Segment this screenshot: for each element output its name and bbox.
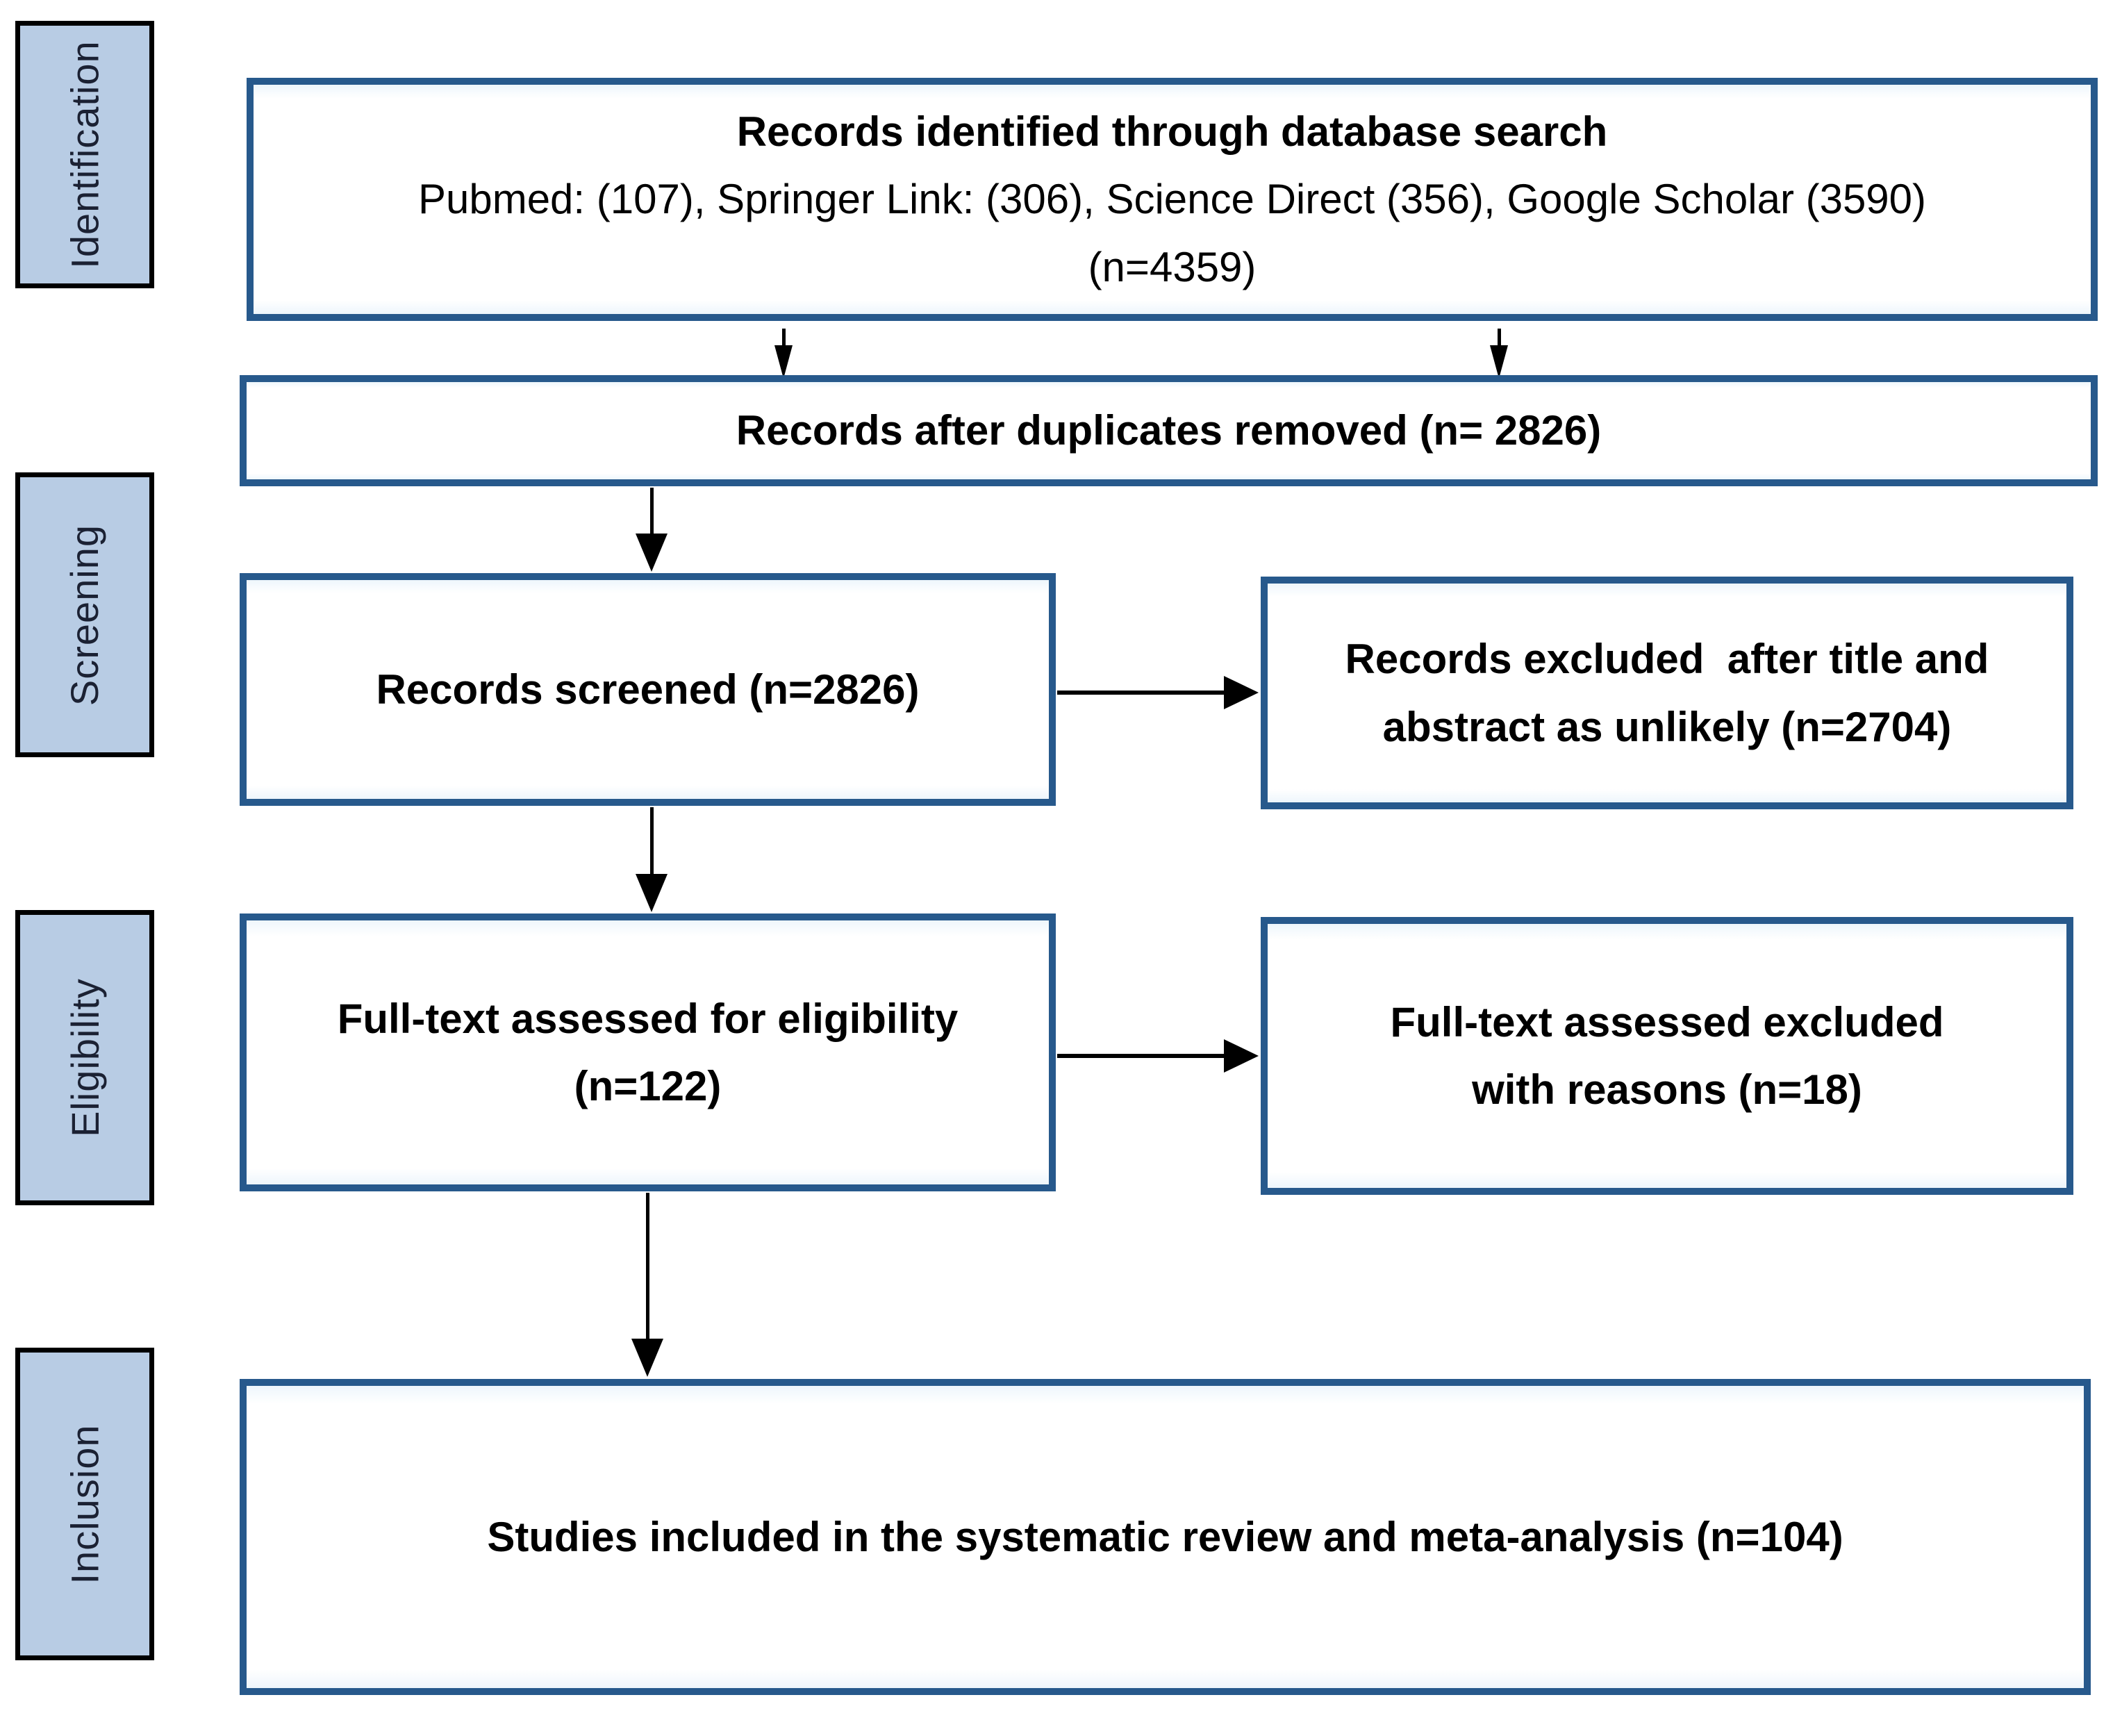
arrowhead-down-icon xyxy=(774,345,793,379)
fulltext-assessed-line2: (n=122) xyxy=(574,1063,722,1109)
records-excluded-line2: abstract as unlikely (n=2704) xyxy=(1382,703,1952,750)
stage-inclusion-label: Inclusion xyxy=(63,1423,107,1585)
records-identified-sources: Pubmed: (107), Springer Link: (306), Sci… xyxy=(417,176,1927,223)
node-fulltext-excluded: Full-text assessed excluded with reasons… xyxy=(1261,917,2073,1195)
stage-screening-label: Screening xyxy=(63,524,107,706)
arrowhead-down-icon xyxy=(631,1339,663,1377)
node-records-identified: Records identified through database sear… xyxy=(247,78,2098,321)
stage-eligibility: Eligibility xyxy=(15,910,154,1205)
fulltext-assessed-line1: Full-text assessed for eligibility xyxy=(337,995,959,1042)
arrow-line xyxy=(650,807,654,877)
records-excluded-line1: Records excluded after title and xyxy=(1345,636,1989,683)
studies-included-text: Studies included in the systematic revie… xyxy=(487,1513,1843,1560)
records-screened-text: Records screened (n=2826) xyxy=(376,666,920,713)
arrow-line xyxy=(782,329,786,349)
fulltext-excluded-line1: Full-text assessed excluded xyxy=(1390,998,1944,1045)
stage-screening: Screening xyxy=(15,472,154,757)
node-records-excluded: Records excluded after title and abstrac… xyxy=(1261,577,2073,809)
records-identified-count: (n=4359) xyxy=(1088,243,1257,290)
arrowhead-down-icon xyxy=(1490,345,1508,379)
stage-identification: Identification xyxy=(15,21,154,288)
node-fulltext-assessed: Full-text assessed for eligibility (n=12… xyxy=(240,914,1056,1191)
stage-eligibility-label: Eligibility xyxy=(63,978,107,1137)
arrowhead-down-icon xyxy=(636,874,668,912)
arrowhead-down-icon xyxy=(636,534,668,572)
stage-inclusion: Inclusion xyxy=(15,1348,154,1660)
arrowhead-right-icon xyxy=(1224,676,1259,709)
fulltext-excluded-line2: with reasons (n=18) xyxy=(1472,1066,1862,1113)
arrow-line xyxy=(1498,329,1501,349)
duplicates-removed-text: Records after duplicates removed (n= 282… xyxy=(736,407,1602,454)
arrow-line xyxy=(646,1193,649,1342)
arrow-line xyxy=(1057,691,1228,695)
node-duplicates-removed: Records after duplicates removed (n= 282… xyxy=(240,375,2098,486)
node-records-screened: Records screened (n=2826) xyxy=(240,573,1056,806)
records-identified-title: Records identified through database sear… xyxy=(736,108,1608,156)
arrowhead-right-icon xyxy=(1224,1039,1259,1073)
arrow-line xyxy=(1057,1054,1228,1058)
stage-identification-label: Identification xyxy=(63,40,107,269)
node-studies-included: Studies included in the systematic revie… xyxy=(240,1379,2091,1695)
arrow-line xyxy=(650,488,654,536)
